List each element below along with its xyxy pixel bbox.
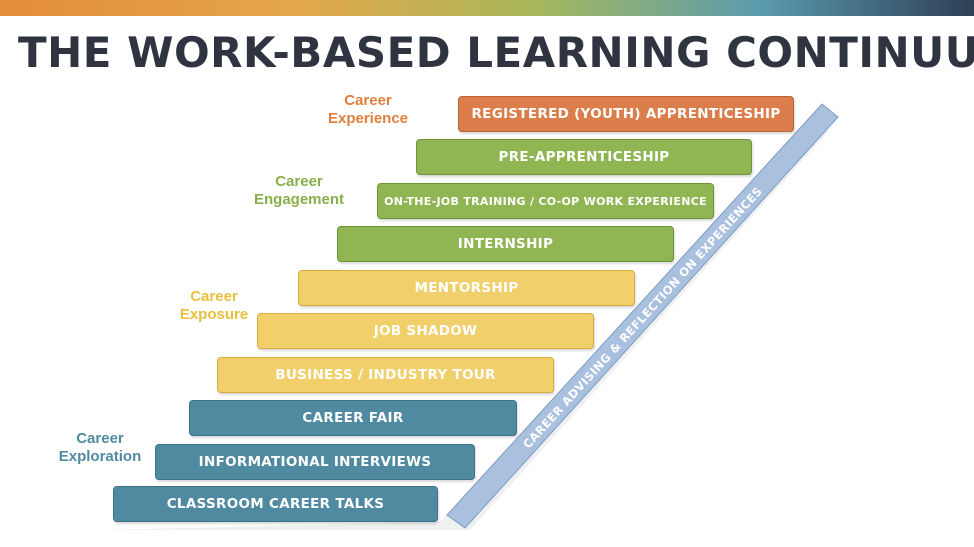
stage-label-line: Career: [190, 288, 238, 305]
stage-label-career-exploration: Career Exploration: [48, 430, 152, 466]
stage-label-line: Career: [344, 92, 392, 109]
step-business-industry-tour: BUSINESS / INDUSTRY TOUR: [217, 357, 554, 393]
step-internship: INTERNSHIP: [337, 226, 674, 262]
stage-label-career-experience: Career Experience: [318, 92, 418, 128]
stage-label-line: Career: [76, 430, 124, 447]
step-career-fair: CAREER FAIR: [189, 400, 517, 436]
stage-label-line: Exposure: [179, 306, 249, 323]
step-on-the-job-training: ON-THE-JOB TRAINING / CO-OP WORK EXPERIE…: [377, 183, 714, 219]
stage-label-career-exposure: Career Exposure: [171, 288, 257, 324]
step-informational-interviews: INFORMATIONAL INTERVIEWS: [155, 444, 475, 480]
step-mentorship: MENTORSHIP: [298, 270, 635, 306]
step-registered-youth-apprenticeship: REGISTERED (YOUTH) APPRENTICESHIP: [458, 96, 794, 132]
stage-label-line: Engagement: [253, 191, 344, 208]
stage-label-line: Experience: [327, 110, 409, 127]
stage-label-career-engagement: Career Engagement: [243, 173, 355, 209]
stage-label-line: Exploration: [58, 448, 142, 465]
header-gradient-bar: [0, 0, 974, 16]
step-job-shadow: JOB SHADOW: [257, 313, 594, 349]
stage-label-line: Career: [275, 173, 323, 190]
page-title: THE WORK-BASED LEARNING CONTINUUM: [18, 28, 974, 77]
step-pre-apprenticeship: PRE-APPRENTICESHIP: [416, 139, 752, 175]
step-classroom-career-talks: CLASSROOM CAREER TALKS: [113, 486, 438, 522]
